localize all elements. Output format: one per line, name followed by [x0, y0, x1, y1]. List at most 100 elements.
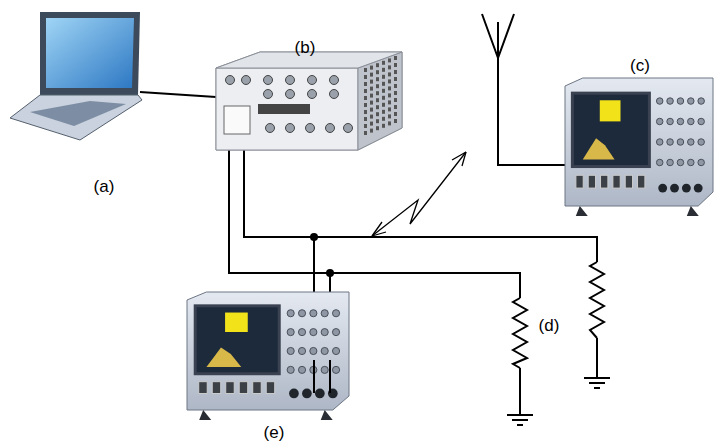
vent-grill-part — [388, 86, 391, 90]
oscilloscope-e-part — [287, 366, 294, 373]
laptop-screen — [46, 18, 134, 88]
oscilloscope-c-part — [698, 139, 705, 146]
vent-grill-part — [364, 110, 367, 114]
input-connector — [682, 184, 691, 193]
callout-label: (e) — [264, 424, 285, 441]
vent-grill-part — [394, 119, 397, 123]
oscilloscope-c-part — [677, 118, 684, 125]
scope-body — [565, 78, 713, 206]
screen-bezel — [194, 304, 281, 375]
oscilloscope-e-part — [298, 366, 305, 373]
vent-grill-part — [388, 107, 391, 111]
laptop-icon — [10, 12, 142, 140]
vent-grill-part — [370, 129, 373, 133]
trace-block — [225, 313, 248, 332]
callout-label: (b) — [295, 39, 316, 56]
junction-dot — [310, 233, 318, 241]
vent-grill-part — [376, 91, 379, 95]
oscilloscope-e-part — [287, 329, 294, 336]
callout-label: (a) — [94, 178, 115, 195]
input-connector — [315, 389, 325, 399]
oscilloscope-e-part — [332, 366, 339, 373]
callout-label: (d) — [539, 317, 560, 334]
input-connector — [670, 184, 679, 193]
vent-grill-part — [382, 117, 385, 121]
oscilloscope-e-part — [321, 347, 328, 354]
ground-symbol-part — [584, 377, 610, 379]
vent-grill-part — [388, 121, 391, 125]
connector-row-part — [330, 76, 339, 85]
oscilloscope-c-part — [698, 98, 705, 105]
antenna-symbol-part — [482, 14, 514, 58]
oscilloscope-c-part — [677, 139, 684, 146]
antenna-symbol — [482, 14, 514, 58]
connector-row-part — [330, 90, 339, 99]
connector-row-part — [264, 76, 273, 85]
connector-row-part — [344, 124, 353, 133]
oscilloscope-c-part — [656, 118, 663, 125]
vent-grill-part — [370, 122, 373, 126]
connector-row-part — [264, 90, 273, 99]
vent-grill-part — [364, 89, 367, 93]
vent-grill-part — [364, 68, 367, 72]
soft-key — [212, 382, 221, 394]
vent-grill-part — [364, 75, 367, 79]
input-connector — [302, 389, 312, 399]
oscilloscope-c-part — [688, 139, 695, 146]
vent-grill-part — [388, 58, 391, 62]
vent-grill-part — [394, 98, 397, 102]
vent-grill-part — [364, 103, 367, 107]
oscilloscope-e-part — [298, 310, 305, 317]
soft-key — [226, 382, 235, 394]
vent-grill-part — [376, 105, 379, 109]
oscilloscope-c-part — [656, 159, 663, 166]
junction-dots — [310, 233, 334, 277]
scope-foot — [576, 206, 699, 216]
vent-grill-part — [394, 63, 397, 67]
soft-key — [199, 382, 208, 394]
probe-wire-end — [314, 360, 330, 393]
instrument-b — [216, 52, 402, 150]
oscilloscope-c-part — [656, 98, 663, 105]
ground-symbol-part — [594, 387, 600, 389]
vent-grill-part — [394, 84, 397, 88]
vent-grill-part — [364, 131, 367, 135]
antenna-cable — [498, 58, 565, 165]
soft-key — [638, 175, 645, 188]
vent-grill-part — [370, 66, 373, 70]
probe-wire-end-part — [329, 360, 331, 393]
spectrum-trace — [206, 348, 241, 367]
oscilloscope-c-part — [667, 118, 674, 125]
oscilloscope-e-part — [298, 329, 305, 336]
screen-bezel — [571, 92, 651, 168]
wireless-link-part — [372, 152, 466, 236]
oscilloscope-e-part — [298, 347, 305, 354]
soft-key — [588, 175, 595, 188]
oscilloscope-c-part — [677, 98, 684, 105]
wireless-link-part — [372, 222, 386, 236]
junction-dot — [326, 269, 334, 277]
laptop-base — [10, 95, 142, 140]
oscilloscope-c — [565, 78, 713, 216]
vent-grill-part — [394, 77, 397, 81]
vent-grill-part — [394, 112, 397, 116]
scope-screen — [197, 307, 278, 372]
connector-row-part — [242, 76, 251, 85]
vent-grill-part — [382, 124, 385, 128]
oscilloscope-c-part — [656, 139, 663, 146]
oscilloscope-c-part — [667, 98, 674, 105]
vent-grill-part — [376, 98, 379, 102]
vent-grill-part — [388, 65, 391, 69]
vent-grill-part — [370, 73, 373, 77]
oscilloscope-c-part — [698, 159, 705, 166]
front-port — [258, 104, 310, 114]
soft-key — [266, 382, 275, 394]
vent-grill-part — [370, 101, 373, 105]
vent-grill-part — [370, 87, 373, 91]
vent-grill-part — [394, 56, 397, 60]
probe-wire-end-part — [313, 360, 315, 393]
ground-symbol-part — [507, 414, 533, 416]
vent-grill-part — [364, 117, 367, 121]
